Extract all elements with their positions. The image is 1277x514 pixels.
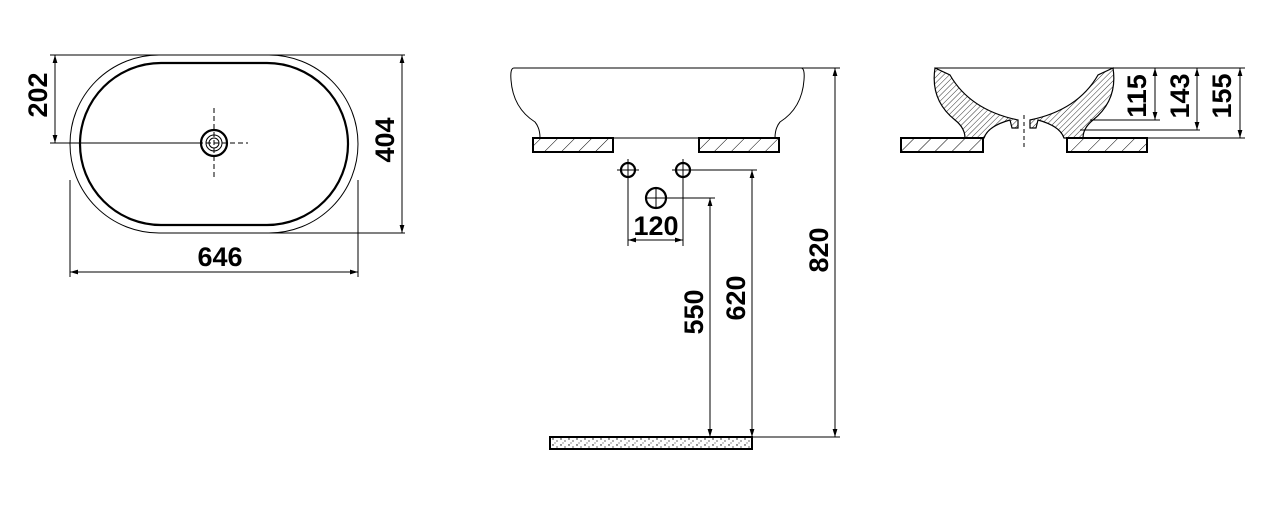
label-143: 143 [1165,73,1195,118]
label-820: 820 [804,227,834,272]
section-view: 115 143 155 [900,67,1245,153]
label-620: 620 [721,275,751,320]
drain-pipe-icon [644,186,715,210]
label-550: 550 [679,289,709,334]
basin-wall-left-section [933,67,1019,139]
label-404: 404 [370,117,400,162]
supply-pipe-left-icon [617,159,639,246]
basin-inner-outline [78,61,350,227]
label-155: 155 [1207,73,1237,118]
countertop-left [900,137,984,153]
basin-side-outline [510,67,805,139]
supply-pipe-right-icon [672,159,757,246]
label-202: 202 [23,72,53,117]
basin-wall-right-section [1029,67,1115,139]
countertop-left [532,137,614,153]
floor [549,436,753,450]
side-view: 120 550 620 820 [510,67,840,450]
top-view: 202 404 646 [23,54,405,277]
label-115: 115 [1122,74,1152,118]
label-646: 646 [197,242,242,272]
drain-icon [190,108,248,178]
countertop-right [1066,137,1148,153]
label-120: 120 [633,211,678,241]
countertop-right [698,137,780,153]
